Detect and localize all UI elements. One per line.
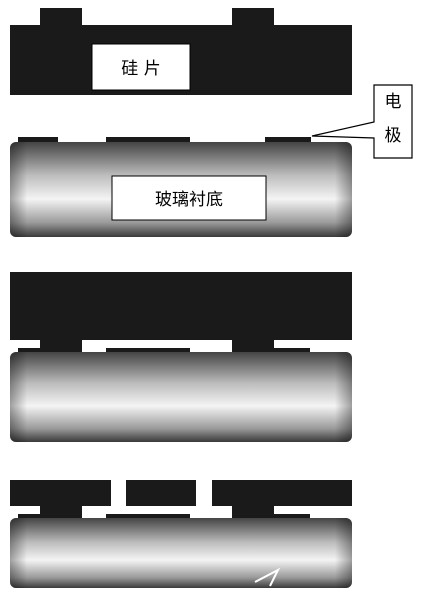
silicon-wafer-label: 硅 片 — [121, 59, 160, 79]
glass-label-box — [111, 175, 267, 221]
electrode — [272, 514, 310, 520]
electrode-label-2: 极 — [385, 126, 402, 146]
silicon-segment — [212, 480, 352, 506]
electrode — [18, 348, 42, 354]
silicon-segment — [10, 480, 111, 506]
electrode-label-1: 电 — [385, 92, 402, 112]
electrode-callout — [311, 84, 413, 159]
silicon-segment — [126, 480, 196, 506]
electrode — [272, 348, 310, 354]
electrode — [18, 514, 42, 520]
electrode — [18, 137, 58, 143]
electrode — [106, 348, 190, 354]
electrode — [106, 137, 190, 143]
silicon-wafer-bonded — [10, 272, 352, 353]
step-3 — [10, 480, 352, 588]
electrode — [265, 137, 311, 143]
step-1: 硅 片 玻璃衬底 电 极 — [10, 8, 413, 237]
silicon-label-box — [91, 43, 191, 91]
silicon-anchor — [40, 506, 82, 521]
step-2 — [10, 272, 352, 442]
electrode — [106, 514, 190, 520]
silicon-anchor — [232, 506, 274, 521]
watermark-mark — [254, 567, 281, 587]
glass-substrate-label: 玻璃衬底 — [155, 190, 223, 210]
